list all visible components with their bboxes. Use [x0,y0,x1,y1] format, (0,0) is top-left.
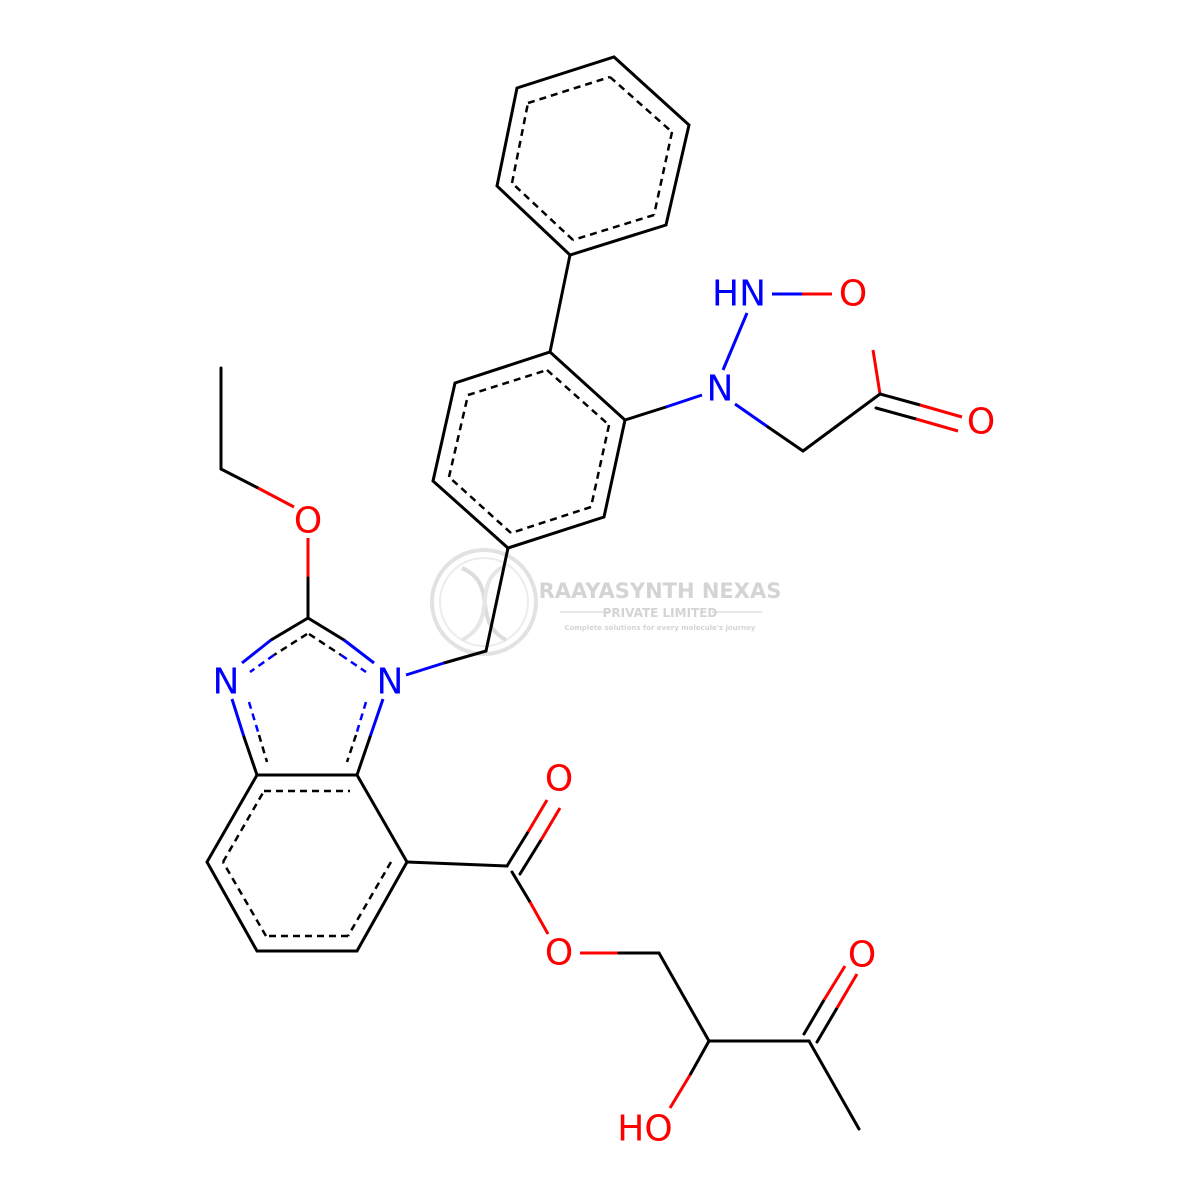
atom-label-o-ester: O [545,933,573,974]
atom-label-o-ethoxy: O [294,501,322,542]
hydroxy-ketone-chain [657,951,861,1131]
ester-group [405,799,661,955]
ethoxy-group [219,366,310,620]
oxadiazolidinone-ring [623,292,963,453]
watermark-company: RAAYASYNTH NEXAS [539,579,782,603]
atom-label-o-oxo: O [967,402,995,443]
atom-label-o-ketone: O [848,935,876,976]
watermark-tagline: Complete solutions for every molecule's … [565,624,756,632]
atom-label-o-ring: O [839,274,867,315]
phenyl-ring [495,55,691,257]
atom-label-o-carbonyl: O [545,759,573,800]
watermark-subtitle: PRIVATE LIMITED [603,606,718,620]
biaryl-bond [548,253,572,354]
atom-label-n-ring: N [707,369,734,410]
atom-label-n3: N [213,662,240,703]
benzylic-bond [484,546,510,653]
watermark-logo [430,548,538,656]
central-aryl-ring [431,350,627,550]
watermark: RAAYASYNTH NEXAS PRIVATE LIMITED Complet… [430,548,782,656]
benzo-ring [205,773,409,953]
atom-label-n1: N [377,662,404,703]
imidazole-ring [230,616,385,777]
atom-label-nh: HN [712,274,766,315]
atom-label-hydroxyl: HO [617,1109,672,1150]
